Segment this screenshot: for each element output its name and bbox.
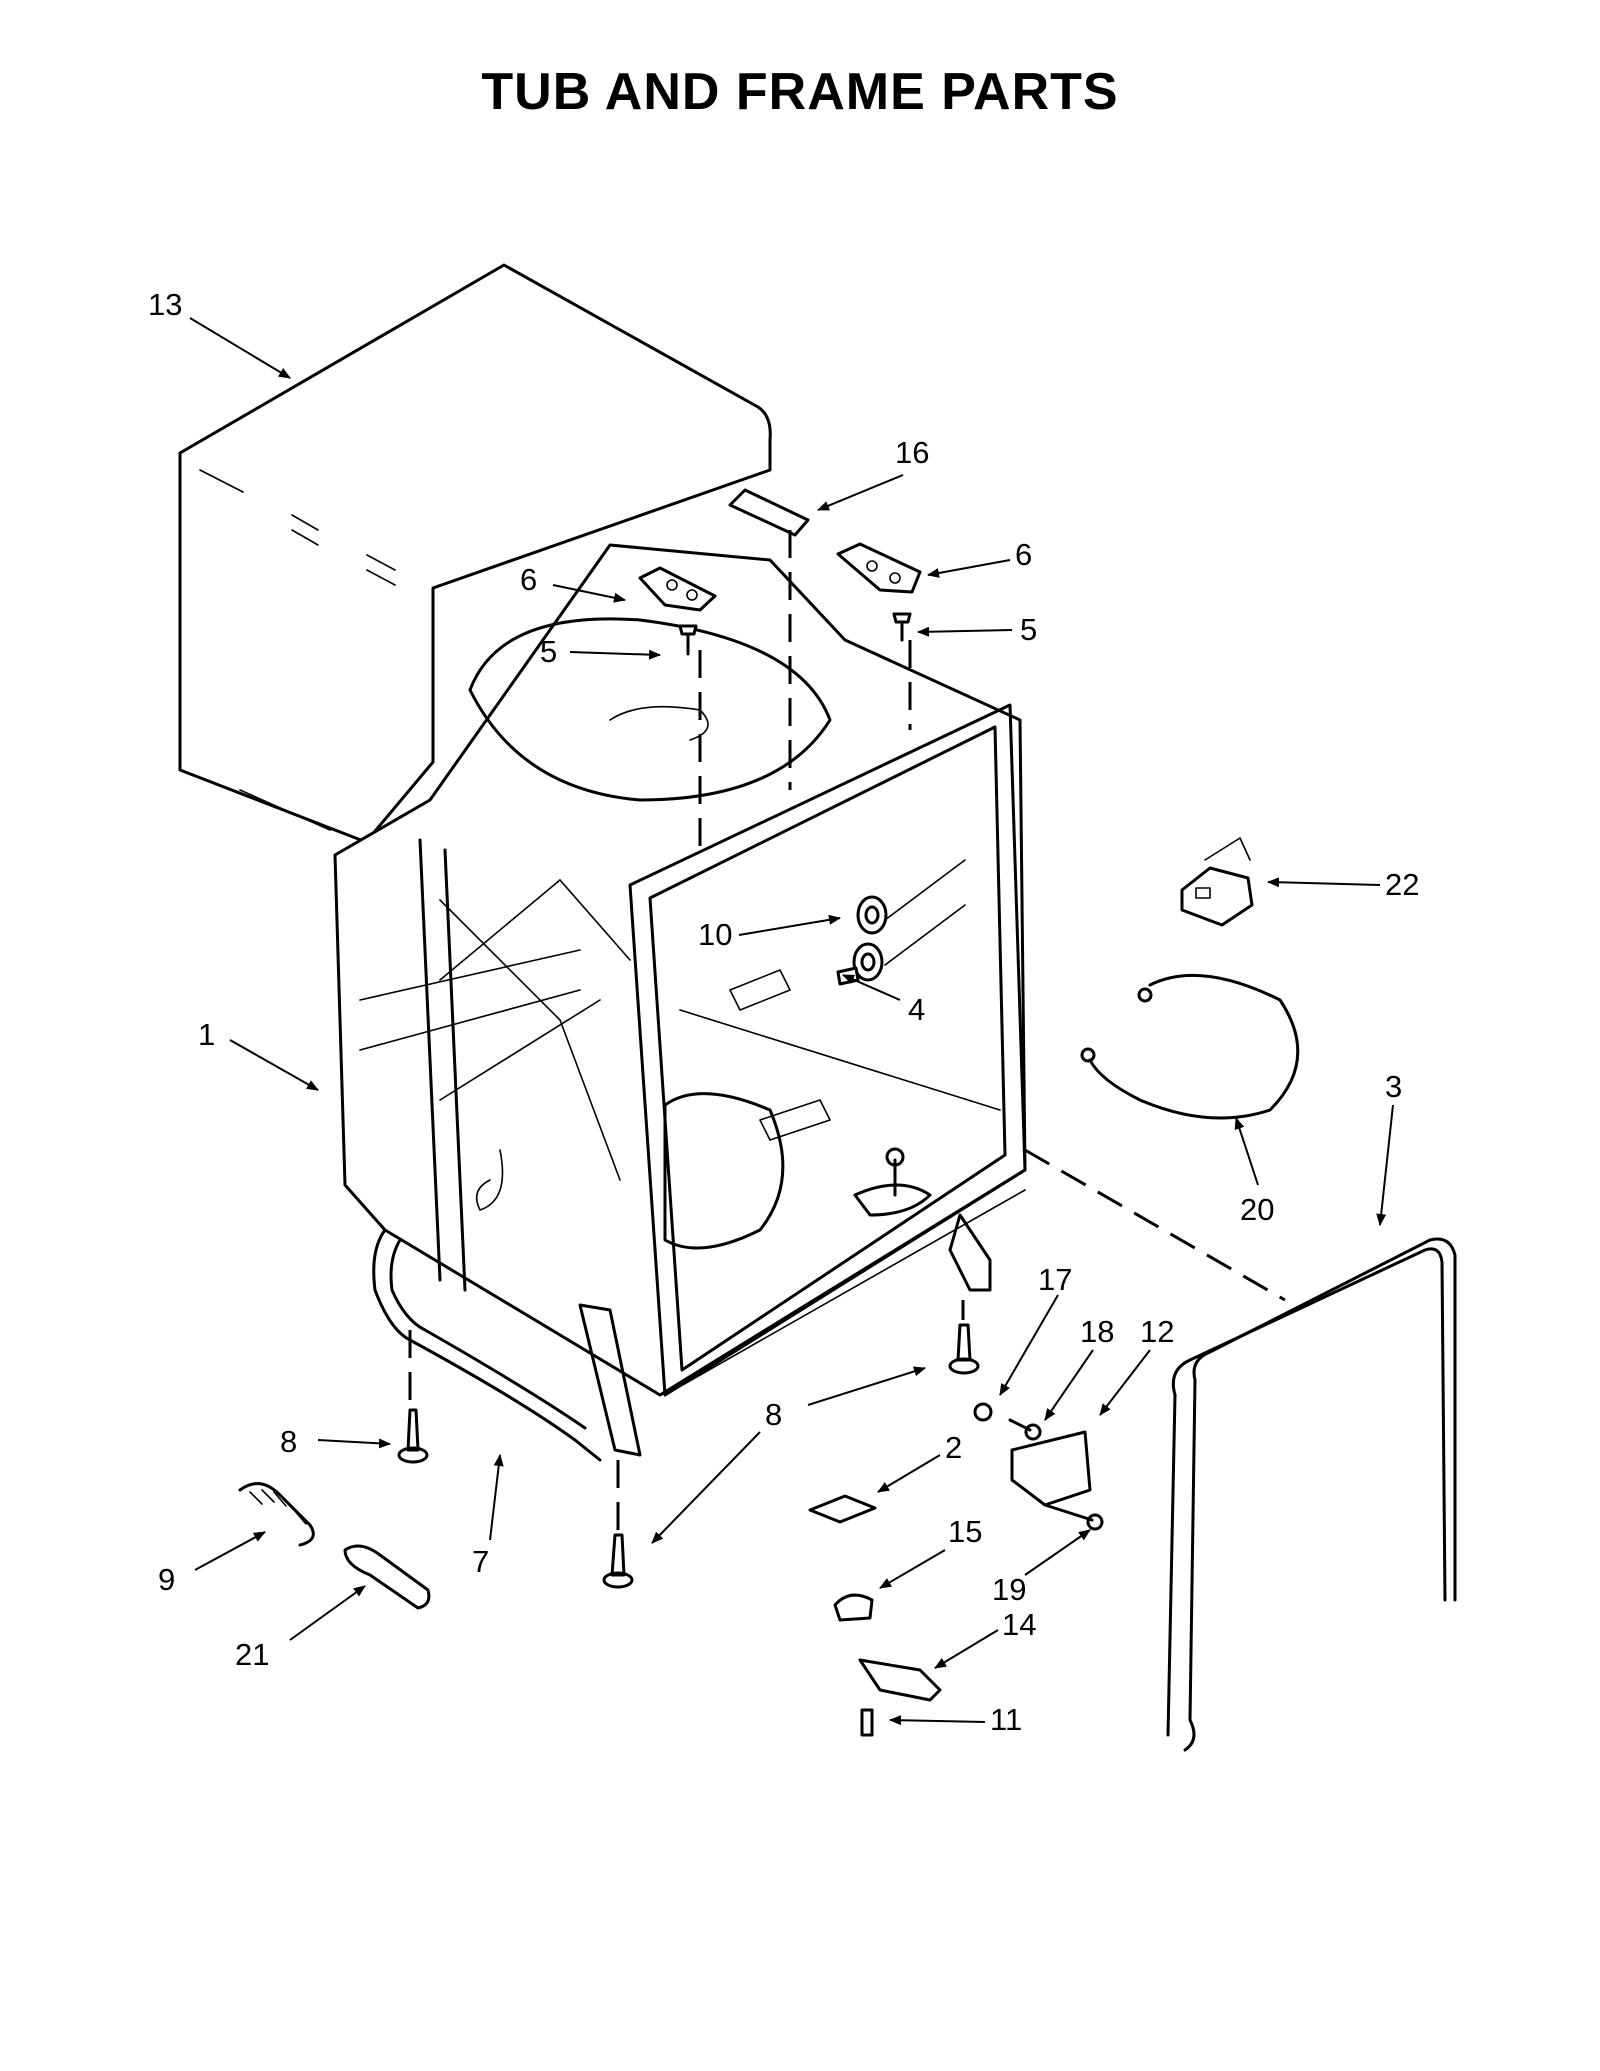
callout-6-right: 6 — [1015, 537, 1032, 572]
roller-parts — [836, 859, 966, 986]
small-hardware-parts — [808, 1402, 1104, 1737]
lower-parts — [238, 1228, 980, 1610]
callout-2: 2 — [945, 1430, 962, 1465]
callout-7: 7 — [472, 1544, 489, 1579]
callout-8-left: 8 — [280, 1424, 297, 1459]
page-title: TUB AND FRAME PARTS — [481, 63, 1119, 121]
callout-20: 21 — [235, 1637, 269, 1672]
callout-22: 22 — [1385, 867, 1419, 902]
callout-14: 14 — [1002, 1607, 1036, 1642]
callout-9: 9 — [158, 1562, 175, 1597]
callout-12: 12 — [1140, 1314, 1174, 1349]
wire-harness-part — [1080, 973, 1300, 1120]
callout-11: 11 — [990, 1702, 1022, 1737]
callout-17: 17 — [1038, 1262, 1072, 1297]
callout-15: 15 — [948, 1514, 982, 1549]
callout-16: 16 — [895, 435, 929, 470]
tub-part — [333, 543, 1027, 1457]
callout-8-right: 8 — [765, 1397, 782, 1432]
door-gasket-part — [1166, 1237, 1457, 1752]
callout-4: 4 — [908, 992, 925, 1027]
callout-13: 13 — [148, 287, 182, 322]
callout-1: 1 — [198, 1017, 215, 1052]
callout-labels: 13 1 16 6 6 5 5 22 10 4 3 20 17 18 12 8 … — [148, 287, 1419, 1737]
alignment-dash-lines — [408, 530, 1286, 1530]
callout-19: 19 — [992, 1572, 1026, 1607]
leader-lines — [189, 317, 1394, 1726]
bracket-22-part — [1180, 837, 1254, 927]
upper-bracket-parts — [638, 488, 922, 656]
callout-3: 3 — [1385, 1069, 1402, 1104]
callout-18: 18 — [1080, 1314, 1114, 1349]
insulation-blanket-part — [178, 263, 772, 844]
callout-21: 20 — [1240, 1192, 1274, 1227]
callout-10: 10 — [698, 917, 732, 952]
callout-5-right: 5 — [1020, 612, 1037, 647]
callout-5-left: 5 — [540, 634, 557, 669]
callout-6-left: 6 — [520, 562, 537, 597]
